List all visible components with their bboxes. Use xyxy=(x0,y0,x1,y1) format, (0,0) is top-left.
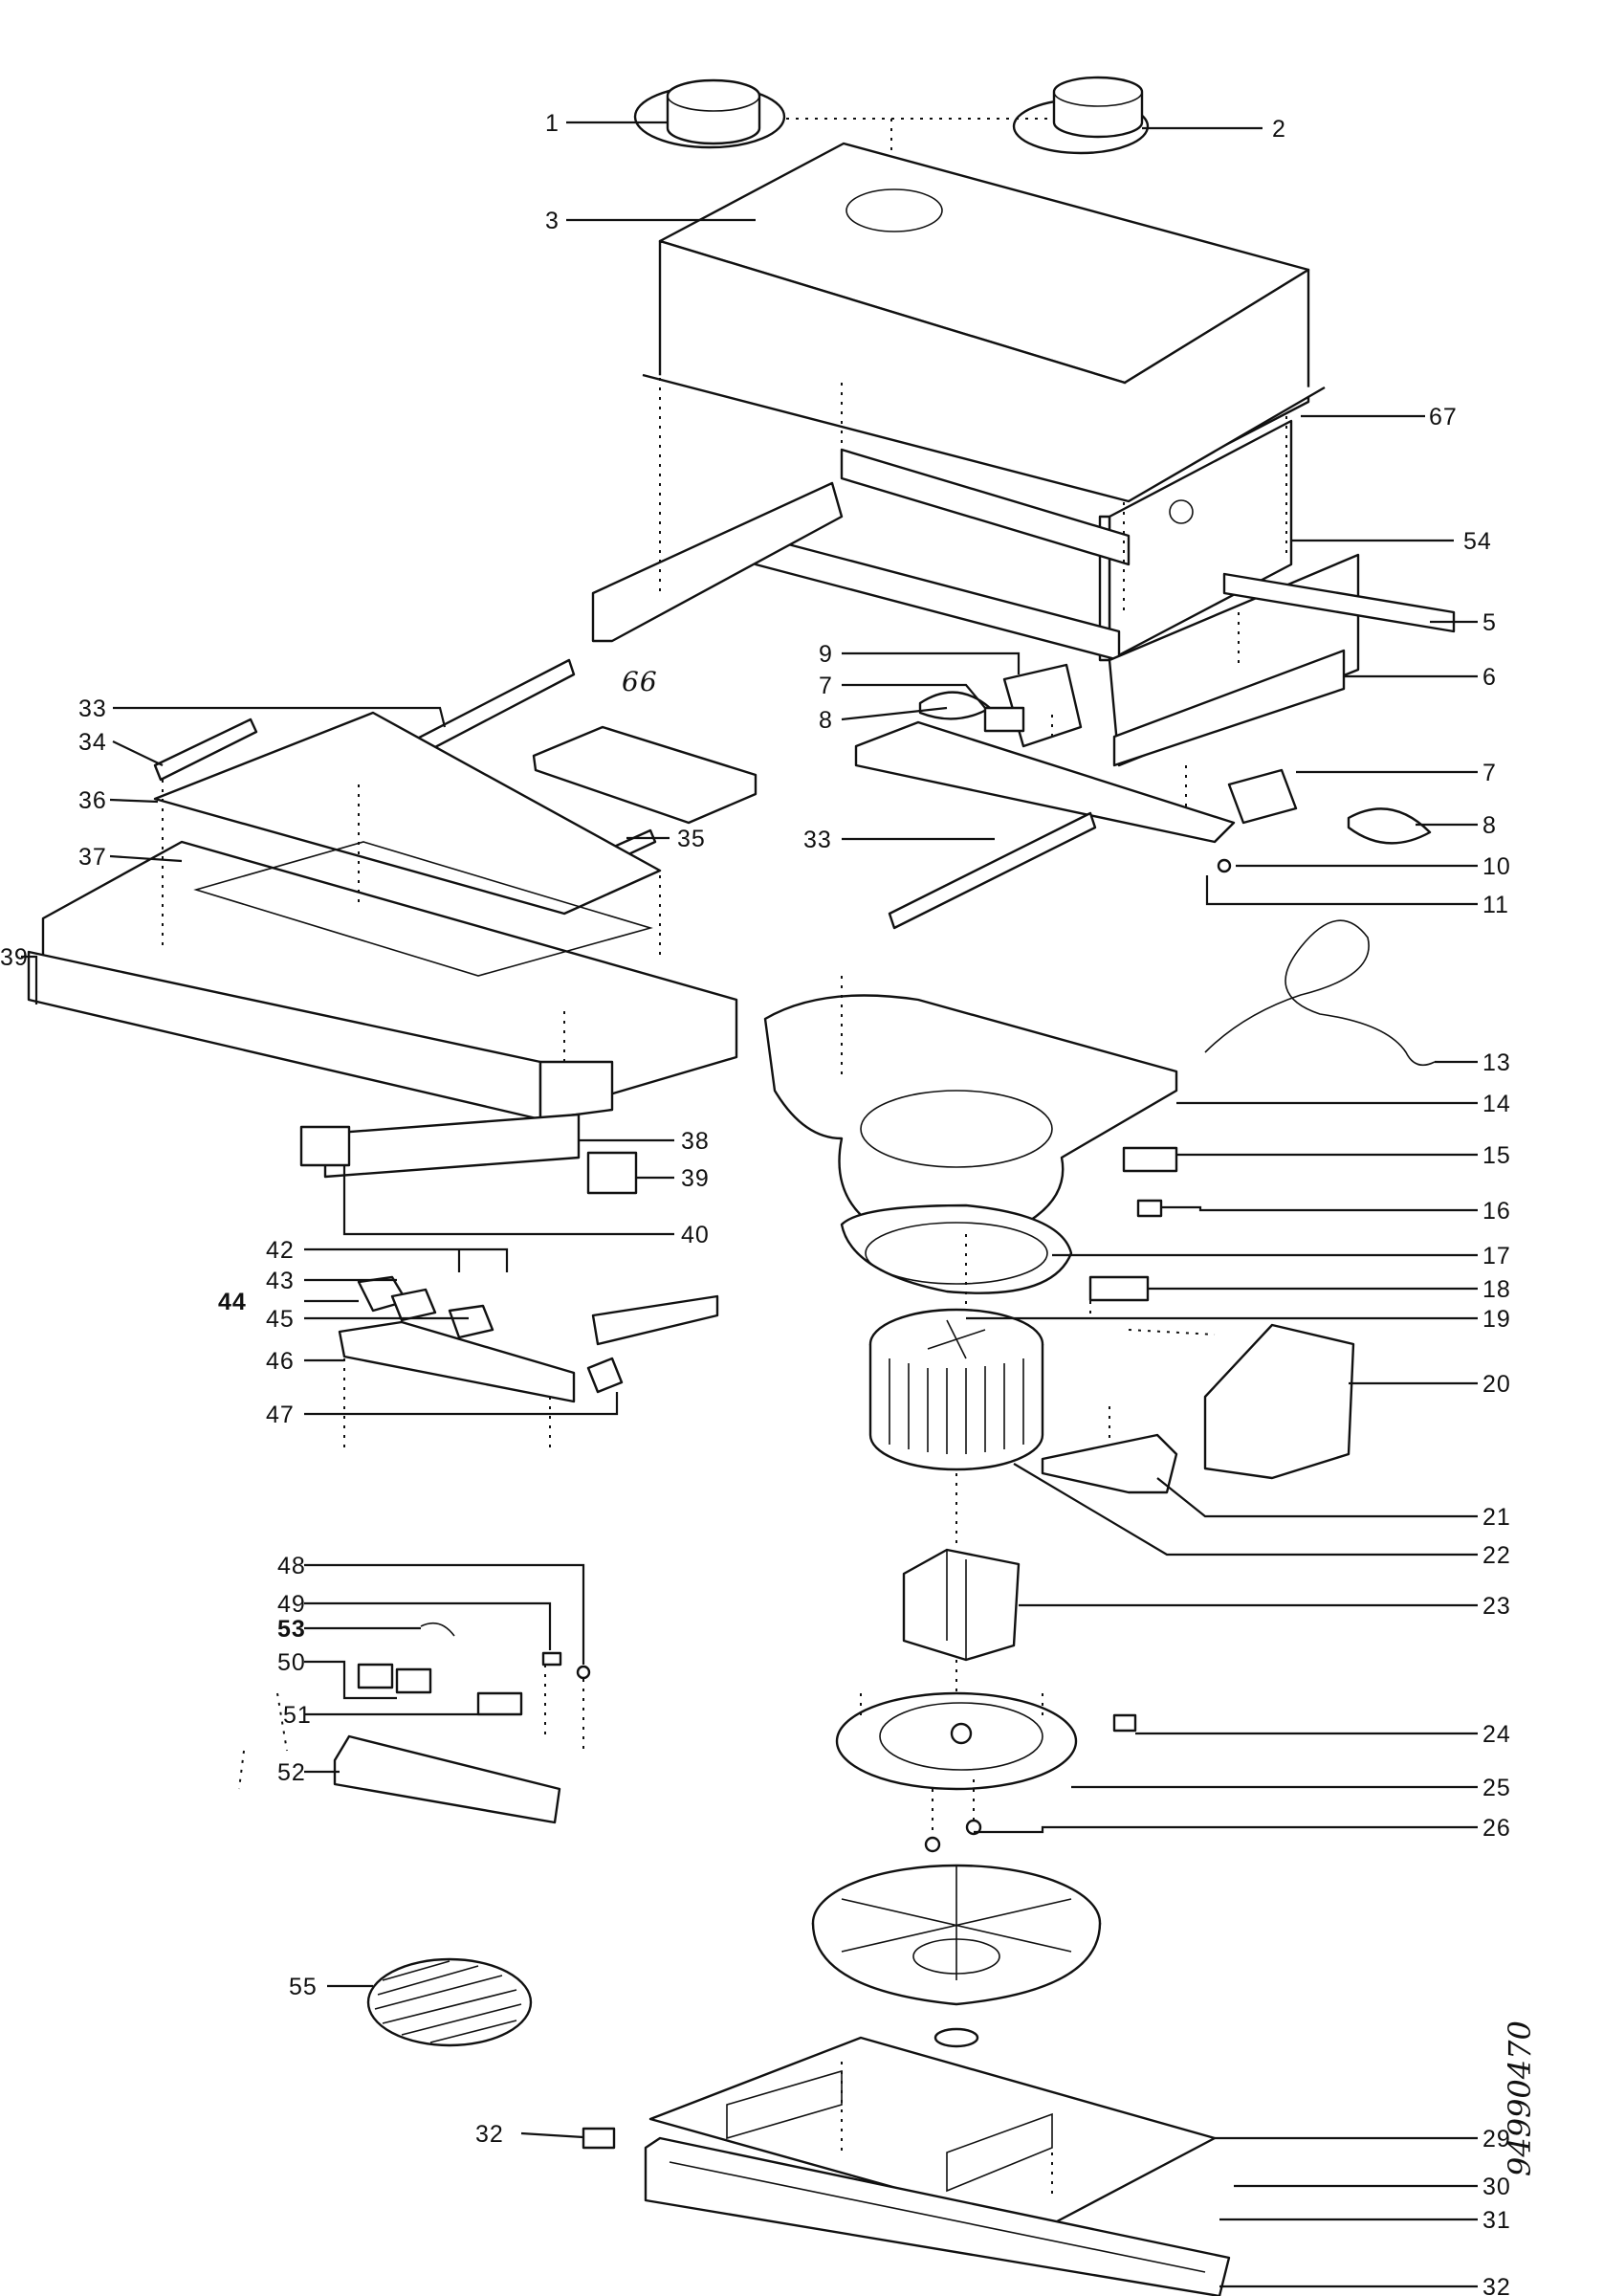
callout-label: 37 xyxy=(78,844,107,871)
callout-label: 11 xyxy=(1482,892,1509,918)
callout-label: 51 xyxy=(283,1702,312,1729)
callout-label: 34 xyxy=(78,729,107,756)
motor-plate xyxy=(835,1691,1078,1791)
callout-label: 20 xyxy=(1482,1371,1511,1398)
callout-label: 33 xyxy=(803,827,832,853)
callout-label: 46 xyxy=(266,1348,295,1375)
inner-frame xyxy=(591,448,1456,767)
callout-label: 10 xyxy=(1482,853,1511,880)
callout-label: 7 xyxy=(819,673,833,699)
duct-collar-right xyxy=(1012,76,1150,155)
lamp-bar xyxy=(854,720,1236,844)
filter-panels xyxy=(644,2036,1231,2296)
end-cap-left xyxy=(299,1125,351,1167)
drawer-frame xyxy=(27,840,738,1121)
switch-assembly xyxy=(338,1275,719,1403)
callout-label: 32 xyxy=(1482,2274,1511,2296)
collar-link xyxy=(786,118,1052,230)
fan-wheel xyxy=(868,1308,1044,1471)
callout-label: 3 xyxy=(545,208,560,234)
blower-housing xyxy=(763,994,1178,1238)
callout-label: 40 xyxy=(681,1222,710,1248)
grease-tray xyxy=(811,1864,1102,2048)
callout-label: 30 xyxy=(1482,2174,1511,2200)
lamp-assembly-lower xyxy=(1217,768,1432,873)
callout-label: 31 xyxy=(1482,2207,1511,2234)
callout-label: 7 xyxy=(1482,760,1497,786)
callout-label: 33 xyxy=(78,695,107,722)
assembly-lines xyxy=(162,378,1287,2200)
callout-label: 36 xyxy=(78,787,107,814)
control-module xyxy=(333,1622,591,1824)
duct-collar-left xyxy=(633,78,786,149)
glass-panel xyxy=(153,711,662,916)
callout-label: 54 xyxy=(1463,528,1492,555)
reference-code: 94990470 xyxy=(1502,2020,1538,2176)
callout-label: 52 xyxy=(277,1759,306,1786)
slide-rail-right xyxy=(888,811,1097,930)
end-cap-right xyxy=(586,1151,638,1195)
callout-label: 22 xyxy=(1482,1542,1511,1569)
power-cord xyxy=(1204,919,1436,1067)
callout-label: 2 xyxy=(1272,116,1286,143)
callout-labels: 1 2 3 67 54 5 6 9 7 8 66 33 34 36 35 37 … xyxy=(0,110,1511,2296)
leader-lines xyxy=(21,121,1478,2288)
round-filter xyxy=(366,1957,533,2047)
nut-26a xyxy=(924,1836,941,1853)
callout-label: 38 xyxy=(681,1128,710,1155)
callout-label: 15 xyxy=(1482,1142,1511,1169)
callout-label: 48 xyxy=(277,1553,306,1579)
callout-label: 21 xyxy=(1482,1504,1511,1531)
callout-label: 45 xyxy=(266,1306,295,1333)
callout-label: 23 xyxy=(1482,1593,1511,1620)
motor xyxy=(902,1548,1021,1662)
callout-label: 13 xyxy=(1482,1049,1511,1076)
callout-label: 19 xyxy=(1482,1306,1511,1333)
callout-label: 35 xyxy=(677,826,706,852)
callout-label: 1 xyxy=(545,110,560,137)
callout-label: 16 xyxy=(1482,1198,1511,1225)
callout-label: 55 xyxy=(289,1974,318,2000)
clip-32 xyxy=(582,2127,616,2150)
callout-label: 6 xyxy=(1482,664,1497,691)
terminal-block-15 xyxy=(1122,1146,1178,1173)
callout-label: 8 xyxy=(1482,812,1497,839)
callout-label: 39 xyxy=(0,944,29,971)
callout-label: 66 xyxy=(622,666,658,697)
callout-label: 42 xyxy=(266,1237,295,1264)
callout-label: 17 xyxy=(1482,1243,1511,1269)
callout-label: 49 xyxy=(277,1591,306,1618)
glass-clip-left xyxy=(153,718,258,782)
filter-clip-66 xyxy=(532,725,758,825)
callout-label: 29 xyxy=(1482,2126,1511,2152)
gasket-ring xyxy=(840,1203,1073,1294)
main-housing xyxy=(642,142,1326,503)
callout-label: 39 xyxy=(681,1165,710,1192)
terminal-block-18 xyxy=(1088,1275,1150,1302)
cover-21 xyxy=(1041,1433,1178,1494)
callout-label: 18 xyxy=(1482,1276,1511,1303)
callout-label: 67 xyxy=(1429,404,1458,430)
callout-label: 24 xyxy=(1482,1721,1511,1748)
handle-strip xyxy=(323,1113,581,1179)
parts-drawing xyxy=(27,76,1456,2296)
callout-label: 25 xyxy=(1482,1775,1511,1801)
callout-label: 50 xyxy=(277,1649,306,1676)
terminal-block-16 xyxy=(1136,1199,1163,1218)
lamp-assembly-upper xyxy=(918,663,1083,748)
callout-label: 8 xyxy=(819,707,833,734)
callout-label: 14 xyxy=(1482,1091,1511,1117)
callout-label: 43 xyxy=(266,1268,295,1294)
callout-label: 9 xyxy=(819,641,833,668)
callout-label: 32 xyxy=(475,2121,504,2148)
capacitor-box xyxy=(1203,1323,1355,1480)
callout-label: 53 xyxy=(277,1616,306,1643)
callout-label: 47 xyxy=(266,1402,295,1428)
callout-label: 44 xyxy=(218,1289,247,1315)
callout-label: 5 xyxy=(1482,609,1497,636)
clip-24 xyxy=(1112,1713,1137,1733)
bracket-6 xyxy=(1112,649,1346,767)
callout-label: 26 xyxy=(1482,1815,1511,1842)
